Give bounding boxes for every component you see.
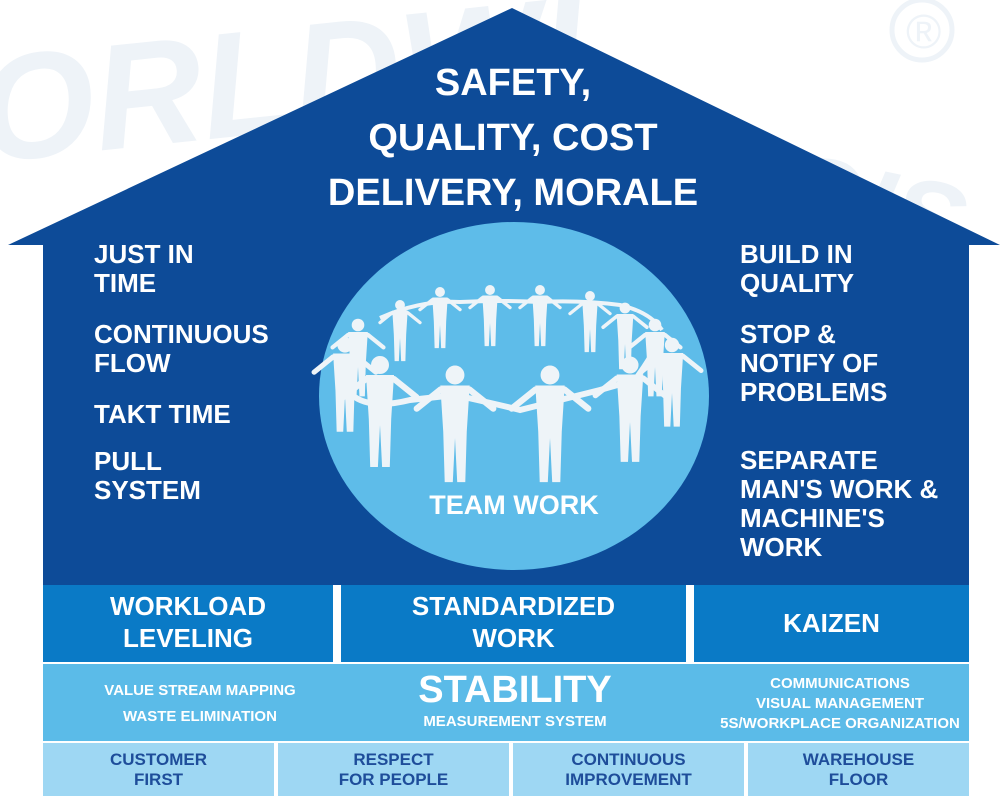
pillar-standardized-work: STANDARDIZED WORK	[411, 591, 616, 653]
pillar-kaizen: KAIZEN	[783, 608, 880, 638]
foundation-cell-2	[278, 743, 509, 796]
foundation-respect-for-people: RESPECT FOR PEOPLE	[338, 750, 449, 789]
stability-left-item-1: VALUE STREAM MAPPING	[104, 682, 296, 699]
person-figure	[508, 365, 592, 483]
foundation-cell-3	[513, 743, 744, 796]
foundation-continuous-improvement: CONTINUOUS IMPROVEMENT	[565, 750, 692, 789]
stability-band	[43, 663, 969, 741]
stability-right-item-1: COMMUNICATIONS	[770, 675, 910, 692]
pillar-workload-leveling: WORKLOAD LEVELING	[110, 591, 266, 653]
foundation-cell-1	[43, 743, 274, 796]
watermark-registered-icon	[889, 0, 955, 63]
foundation-customer-first: CUSTOMER FIRST	[110, 750, 207, 789]
left-item-continuous-flow: CONTINUOUS FLOW	[94, 319, 269, 378]
watermark-registered: ®	[906, 6, 941, 59]
right-item-separate-work: SEPARATE MAN'S WORK & MACHINE'S WORK	[740, 445, 939, 562]
stability-right-item-3: 5S/WORKPLACE ORGANIZATION	[720, 715, 960, 732]
left-item-takt-time: TAKT TIME	[94, 399, 231, 429]
person-figure	[340, 356, 420, 467]
team-work-label: TEAM WORK	[429, 490, 599, 520]
pillar-left-bg	[43, 585, 333, 663]
people-circle-illustration	[311, 285, 704, 483]
person-figure	[568, 291, 612, 353]
stability-left-item-2: WASTE ELIMINATION	[123, 708, 277, 725]
left-item-pull-system: PULL SYSTEM	[94, 446, 201, 505]
left-item-just-in-time: JUST IN TIME	[94, 239, 194, 298]
stability-title: STABILITY	[418, 669, 612, 711]
foundation-warehouse-floor: WAREHOUSE FLOOR	[802, 750, 915, 789]
person-figure	[640, 337, 704, 427]
pillar-center-bg	[341, 585, 686, 663]
stability-subtitle: MEASUREMENT SYSTEM	[423, 713, 607, 730]
right-item-build-in-quality: BUILD IN QUALITY	[740, 239, 855, 298]
right-item-stop-notify: STOP & NOTIFY OF PROBLEMS	[740, 319, 888, 407]
stability-right-item-2: VISUAL MANAGEMENT	[755, 695, 925, 712]
team-work-circle	[319, 222, 709, 570]
pillar-right-bg	[694, 585, 969, 663]
foundation-cell-4	[748, 743, 969, 796]
roof-title: SAFETY, QUALITY, COST DELIVERY, MORALE	[327, 62, 699, 214]
